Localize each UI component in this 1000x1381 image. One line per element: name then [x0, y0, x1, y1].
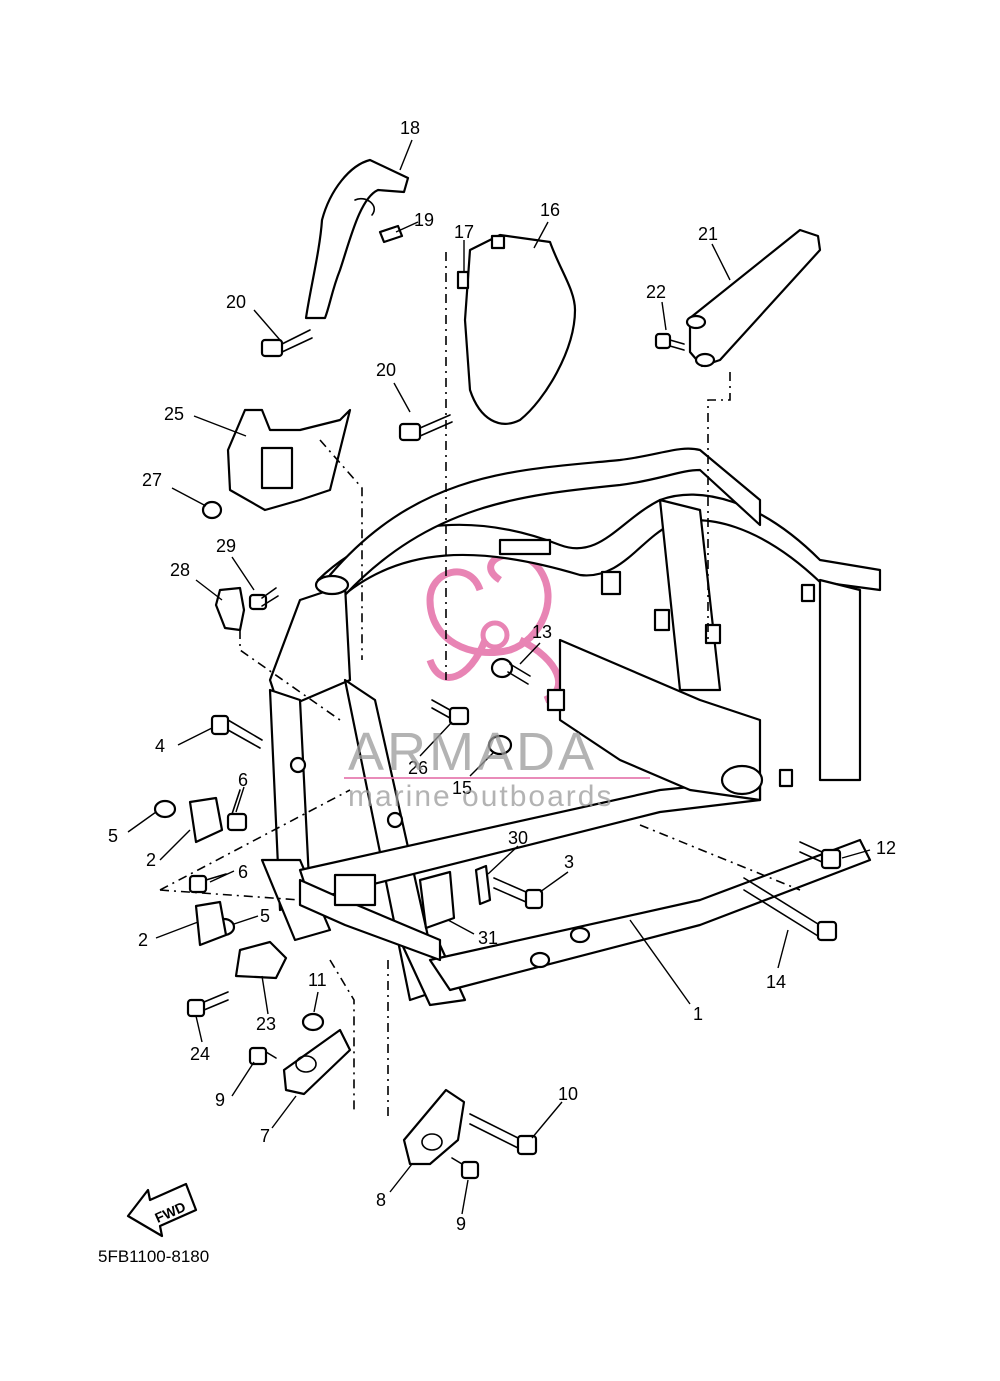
callout-2: 2	[146, 850, 156, 870]
callout-29: 29	[216, 536, 236, 556]
part-11-washer	[301, 1012, 325, 1032]
main-frame	[260, 447, 882, 1007]
callout-15: 15	[452, 778, 472, 798]
part-3-bolt	[493, 877, 544, 910]
callout-3: 3	[564, 852, 574, 872]
watermark-brand: ARMADA	[348, 722, 597, 782]
part-9-bolt	[451, 1157, 480, 1180]
callout-2: 2	[138, 930, 148, 950]
callout-20: 20	[226, 292, 246, 312]
callout-11: 11	[308, 970, 327, 990]
part-15-spacer	[487, 734, 513, 756]
callout-12: 12	[876, 838, 896, 858]
part-16-cover	[463, 233, 577, 425]
leader-lines	[127, 139, 871, 1215]
callout-20: 20	[376, 360, 396, 380]
part-20-bolt	[260, 329, 313, 358]
part-31-plate	[418, 870, 456, 930]
callout-24: 24	[190, 1044, 210, 1064]
part-27-nut	[201, 500, 223, 520]
callout-6: 6	[238, 862, 248, 882]
part-5-washer	[153, 799, 177, 819]
callout-18: 18	[400, 118, 420, 138]
callout-16: 16	[540, 200, 560, 220]
callout-13: 13	[532, 622, 552, 642]
callout-22: 22	[646, 282, 666, 302]
callout-labels: 1 2 2 3 4 5 5 6 6 7 8 9 9 10 11 12 13 14…	[108, 118, 896, 1234]
callout-28: 28	[170, 560, 190, 580]
part-6-bolt	[226, 789, 248, 832]
part-29-bolt	[248, 587, 279, 611]
part-23-bracket	[234, 940, 288, 980]
part-2-plate	[194, 900, 228, 947]
watermark: ARMADA marine outboards	[344, 722, 650, 813]
callout-5: 5	[260, 906, 270, 926]
callout-30: 30	[508, 828, 528, 848]
callout-17: 17	[454, 222, 474, 242]
part-2-plate	[188, 796, 224, 844]
callout-26: 26	[408, 758, 428, 778]
part-12-bolt	[799, 841, 842, 870]
callout-9: 9	[456, 1214, 466, 1234]
callout-5: 5	[108, 826, 118, 846]
part-18-bracket	[304, 158, 410, 320]
part-26-bolt	[431, 699, 470, 726]
callout-31: 31	[478, 928, 498, 948]
diagram-part-code: 5FB1100-8180	[98, 1247, 209, 1266]
forward-arrow-icon: FWD	[126, 1182, 198, 1238]
part-10-bolt	[469, 1113, 538, 1156]
part-24-bolt	[186, 991, 229, 1018]
part-8-plate	[402, 1088, 466, 1166]
part-22-bolt	[654, 332, 685, 351]
callout-9: 9	[215, 1090, 225, 1110]
part-30-bracket	[474, 864, 492, 906]
part-21-stay	[688, 228, 822, 368]
callout-8: 8	[376, 1190, 386, 1210]
watermark-tagline: marine outboards	[348, 780, 613, 813]
part-6-bolt	[188, 873, 227, 894]
callout-4: 4	[155, 736, 165, 756]
callout-14: 14	[766, 972, 786, 992]
part-4-bolt	[210, 714, 263, 749]
callout-7: 7	[260, 1126, 270, 1146]
part-9-bolt	[248, 1046, 277, 1066]
part-19-plate	[378, 224, 404, 244]
callout-27: 27	[142, 470, 162, 490]
part-20-bolt	[398, 414, 453, 442]
callout-25: 25	[164, 404, 184, 424]
callout-10: 10	[558, 1084, 578, 1104]
callout-1: 1	[693, 1004, 703, 1024]
part-28-bracket	[214, 586, 246, 632]
callout-23: 23	[256, 1014, 276, 1034]
callout-19: 19	[414, 210, 434, 230]
part-14-bolt	[743, 877, 838, 942]
part-13-bolt	[490, 657, 531, 685]
callout-21: 21	[698, 224, 718, 244]
alignment-lines	[159, 252, 801, 1120]
callout-6: 6	[238, 770, 248, 790]
part-17	[456, 270, 470, 290]
part-7-plate	[282, 1028, 352, 1096]
